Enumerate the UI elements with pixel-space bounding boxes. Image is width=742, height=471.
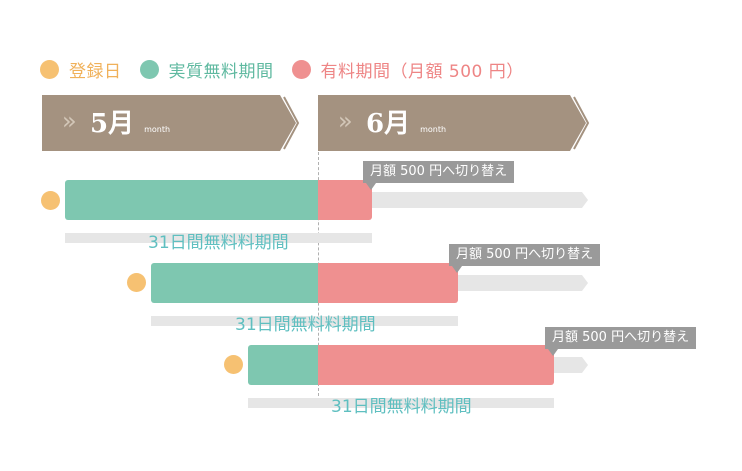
timeline-track — [458, 275, 582, 291]
switch-callout: 月額 500 円へ切り替え — [363, 161, 515, 183]
free-period-label: 31日間無料料期間 — [148, 233, 289, 253]
callout-pointer — [452, 266, 462, 273]
switch-callout: 月額 500 円へ切り替え — [449, 244, 601, 266]
legend-label-registration: 登録日 — [69, 62, 122, 82]
switch-callout: 月額 500 円へ切り替え — [545, 327, 697, 349]
timeline-track — [554, 357, 582, 373]
month-label-may: » 5月 month — [62, 103, 171, 140]
month-label-june: » 6月 month — [338, 103, 447, 140]
registration-dot — [41, 191, 60, 210]
free-period-strip — [65, 233, 372, 243]
legend: 登録日 実質無料期間 有料期間（月額 500 円） — [40, 57, 542, 82]
month-number: 6月 — [366, 109, 411, 139]
month-subtitle: month — [420, 125, 447, 134]
track-arrow-tip — [582, 275, 588, 291]
callout-pointer — [548, 349, 558, 356]
double-chevron-icon: » — [62, 107, 76, 135]
month-subtitle: month — [144, 125, 171, 134]
track-arrow-tip — [582, 192, 588, 208]
registration-dot — [224, 355, 243, 374]
month-banner-june: » 6月 month — [318, 95, 590, 151]
paid-period-dot-icon — [291, 60, 311, 79]
legend-item-paid-period: 有料期間（月額 500 円） — [291, 57, 524, 82]
timeline-track — [372, 192, 582, 208]
legend-item-registration: 登録日 — [40, 57, 122, 82]
legend-label-paid-period: 有料期間（月額 500 円） — [320, 62, 524, 82]
month-banner-may: » 5月 month — [42, 95, 300, 151]
legend-item-free-period: 実質無料期間 — [139, 57, 274, 82]
free-period-label: 31日間無料料期間 — [331, 397, 472, 417]
banner-arrow-shape — [318, 95, 590, 151]
paid-period-bar — [318, 180, 372, 220]
free-period-strip — [248, 398, 554, 408]
free-period-dot-icon — [139, 60, 159, 79]
double-chevron-icon: » — [338, 107, 352, 135]
free-period-bar — [151, 263, 318, 303]
free-period-bar — [65, 180, 318, 220]
paid-period-bar — [318, 345, 554, 385]
banner-arrow-shape — [42, 95, 300, 151]
track-arrow-tip — [582, 357, 588, 373]
free-period-bar — [248, 345, 318, 385]
free-period-label: 31日間無料料期間 — [235, 315, 376, 335]
paid-period-bar — [318, 263, 458, 303]
registration-dot — [127, 273, 146, 292]
free-period-strip — [151, 316, 458, 326]
month-number: 5月 — [90, 109, 135, 139]
callout-pointer — [366, 183, 376, 190]
legend-label-free-period: 実質無料期間 — [168, 62, 274, 82]
registration-dot-icon — [40, 60, 59, 79]
